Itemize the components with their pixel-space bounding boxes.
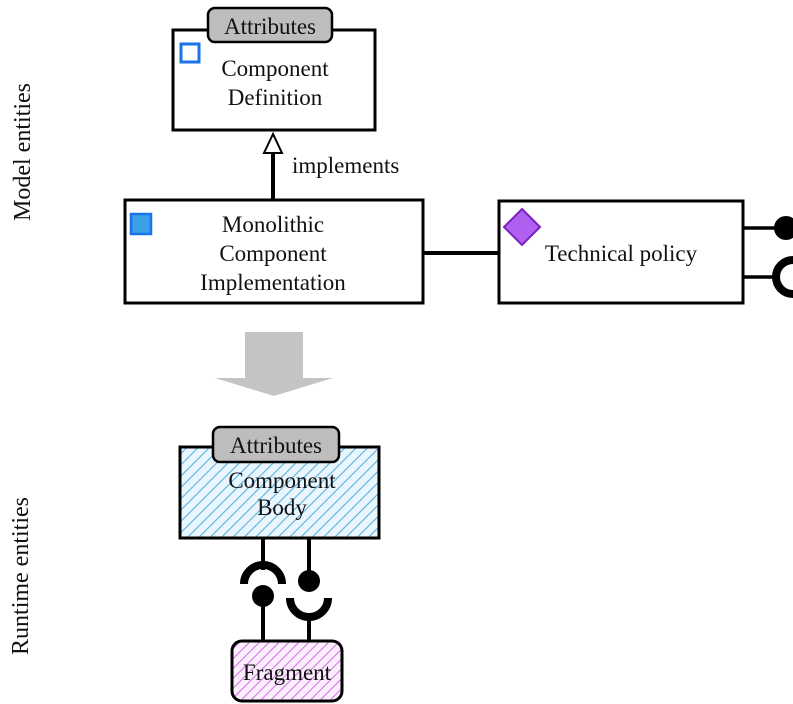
monolithic-implementation-box: Monolithic Component Implementation [123, 198, 425, 305]
definition-attributes-badge: Attributes [206, 6, 334, 44]
implements-label: implements [292, 153, 399, 178]
policy-provided-port-icon [743, 216, 793, 240]
body-attributes-label: Attributes [230, 433, 322, 458]
implementation-marker-icon [129, 212, 153, 236]
fragment-provided-port-icon [252, 585, 274, 641]
fragment-required-port-icon [286, 597, 332, 641]
definition-marker-icon [179, 42, 201, 64]
body-provided-port-icon [298, 538, 320, 592]
component-body-line1: Component [228, 468, 336, 493]
model-entities-label: Model entities [10, 83, 36, 221]
monolithic-line2: Component [219, 241, 327, 266]
component-body-box: Component Body [178, 445, 381, 540]
policy-diamond-icon [502, 207, 542, 247]
fragment-label: Fragment [243, 660, 332, 685]
policy-required-port-icon [743, 256, 793, 298]
technical-policy-box: Technical policy [497, 199, 745, 305]
component-body-line2: Body [257, 495, 307, 520]
body-required-port-icon [240, 538, 286, 585]
definition-attributes-label: Attributes [224, 14, 316, 39]
component-definition-box: Component Definition [171, 28, 377, 132]
monolithic-line3: Implementation [200, 270, 346, 295]
body-attributes-badge: Attributes [211, 425, 341, 464]
monolithic-line1: Monolithic [222, 212, 324, 237]
inheritance-arrowhead-icon [262, 131, 284, 154]
runtime-entities-label: Runtime entities [8, 497, 34, 655]
component-definition-line2: Definition [228, 85, 323, 110]
component-definition-line1: Component [221, 56, 329, 81]
transformation-arrow-icon [215, 332, 333, 396]
fragment-box: Fragment [230, 639, 344, 703]
technical-policy-label: Technical policy [545, 241, 698, 266]
implements-relation: implements [262, 131, 399, 200]
